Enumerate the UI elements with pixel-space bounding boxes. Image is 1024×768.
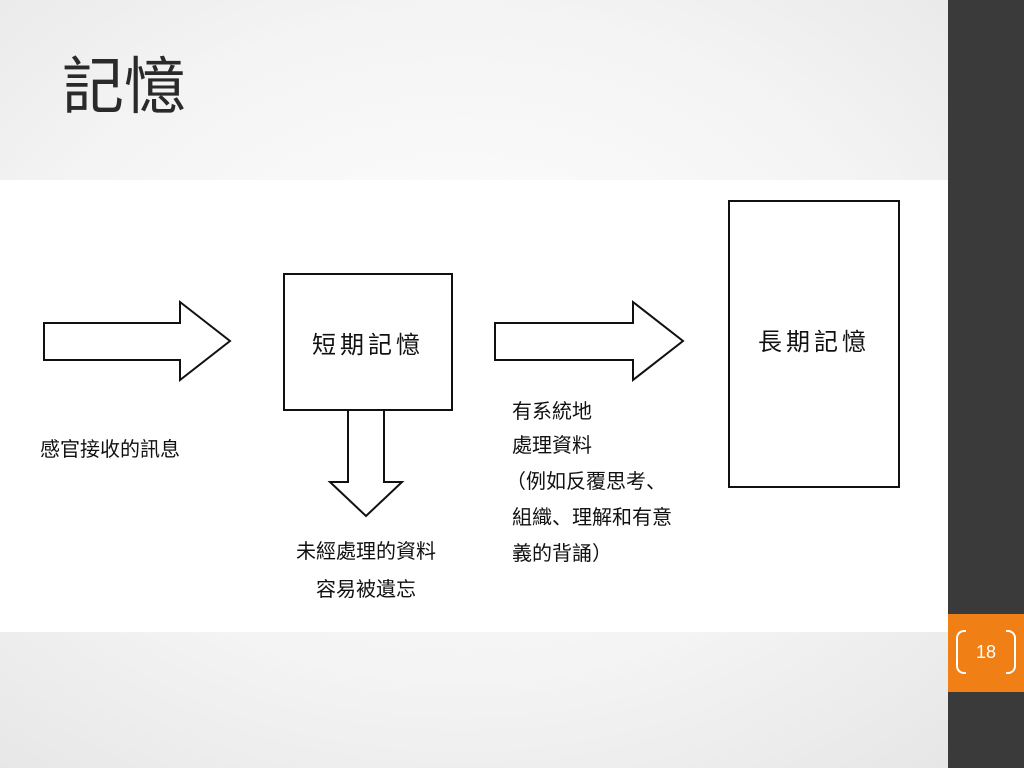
memory-diagram: 感官接收的訊息 短期記憶 未經處理的資料 容易被遺忘 有系統地 處理資料 （例如… <box>40 200 900 601</box>
page-number: 18 <box>975 642 997 662</box>
sensory-input-label: 感官接收的訊息 <box>40 437 180 461</box>
processing-label-line-2: 處理資料 <box>512 433 592 457</box>
long-term-memory-box <box>728 200 900 488</box>
page-number-badge: 18 <box>948 614 1024 692</box>
forgotten-label-line-1: 未經處理的資料 <box>296 539 436 563</box>
processing-label-line-4: 組織、理解和有意 <box>512 505 672 529</box>
long-term-memory-label: 長期記憶 <box>758 328 870 356</box>
processing-label-line-5: 義的背誦） <box>512 541 612 565</box>
short-term-memory-label: 短期記憶 <box>312 331 424 359</box>
processing-label-line-1: 有系統地 <box>512 399 592 423</box>
left-bracket-icon <box>956 630 966 674</box>
processing-label-line-3: （例如反覆思考、 <box>506 469 666 493</box>
processing-arrow <box>494 299 685 383</box>
slide-title: 記憶 <box>62 50 187 123</box>
short-term-memory-box <box>283 273 453 411</box>
right-bracket-icon <box>1006 630 1016 674</box>
forgotten-label-line-2: 容易被遺忘 <box>316 577 416 601</box>
sensory-input-arrow <box>43 299 232 383</box>
forgotten-arrow <box>327 409 405 518</box>
